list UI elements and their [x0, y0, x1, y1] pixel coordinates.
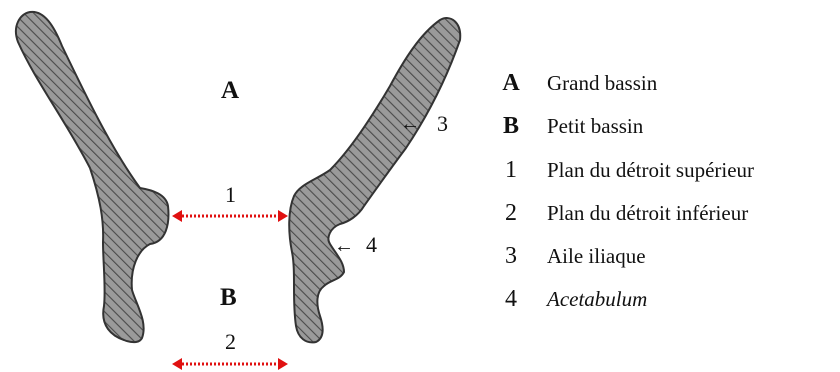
- legend-key: 2: [496, 198, 526, 228]
- legend-key: B: [496, 111, 526, 141]
- legend-text: Petit bassin: [547, 111, 643, 141]
- marker-1: 1: [225, 182, 236, 207]
- legend-text: Plan du détroit inférieur: [547, 198, 748, 228]
- region-label-a: A: [221, 77, 239, 104]
- left-hip-bone: [16, 12, 169, 342]
- legend-text: Plan du détroit supérieur: [547, 155, 754, 185]
- marker-2: 2: [225, 329, 236, 354]
- acetabulum-pointer-arrow: ←: [334, 235, 354, 257]
- right-hip-bone: [289, 18, 460, 342]
- lower-strait-measure-line: [172, 358, 288, 370]
- wing-pointer-arrow: ←: [400, 113, 420, 135]
- legend-key: 1: [496, 155, 526, 185]
- legend-key: 4: [496, 284, 526, 314]
- marker-4: 4: [366, 232, 377, 257]
- legend-text: Grand bassin: [547, 68, 657, 98]
- upper-strait-measure-line: [172, 210, 288, 222]
- legend-key: A: [496, 68, 526, 98]
- legend-key: 3: [496, 241, 526, 271]
- legend-text: Aile iliaque: [547, 241, 646, 271]
- region-label-b: B: [220, 284, 237, 311]
- legend-text: Acetabulum: [547, 284, 647, 314]
- marker-3: 3: [437, 111, 448, 136]
